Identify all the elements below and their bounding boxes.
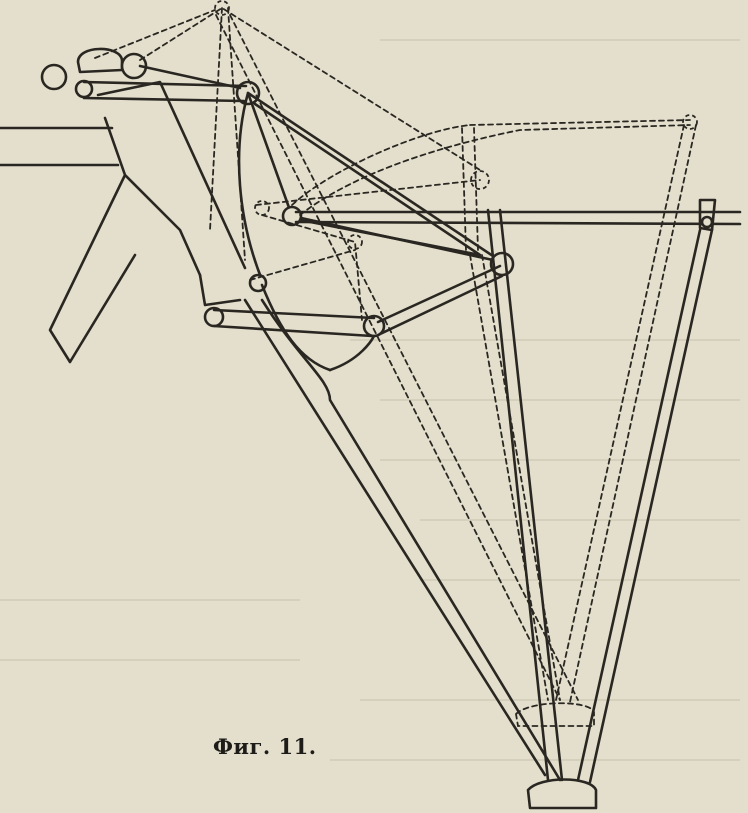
dashed-alternate-position	[94, 0, 698, 727]
frame-body	[48, 80, 247, 364]
figure-caption: Фиг. 11.	[213, 734, 317, 759]
lower-links	[203, 264, 504, 372]
page-showthrough	[0, 39, 740, 761]
horizontal-rod	[294, 198, 742, 232]
frame-stub	[0, 126, 120, 167]
head-assembly	[40, 47, 261, 106]
rocker-triangle	[237, 91, 515, 282]
